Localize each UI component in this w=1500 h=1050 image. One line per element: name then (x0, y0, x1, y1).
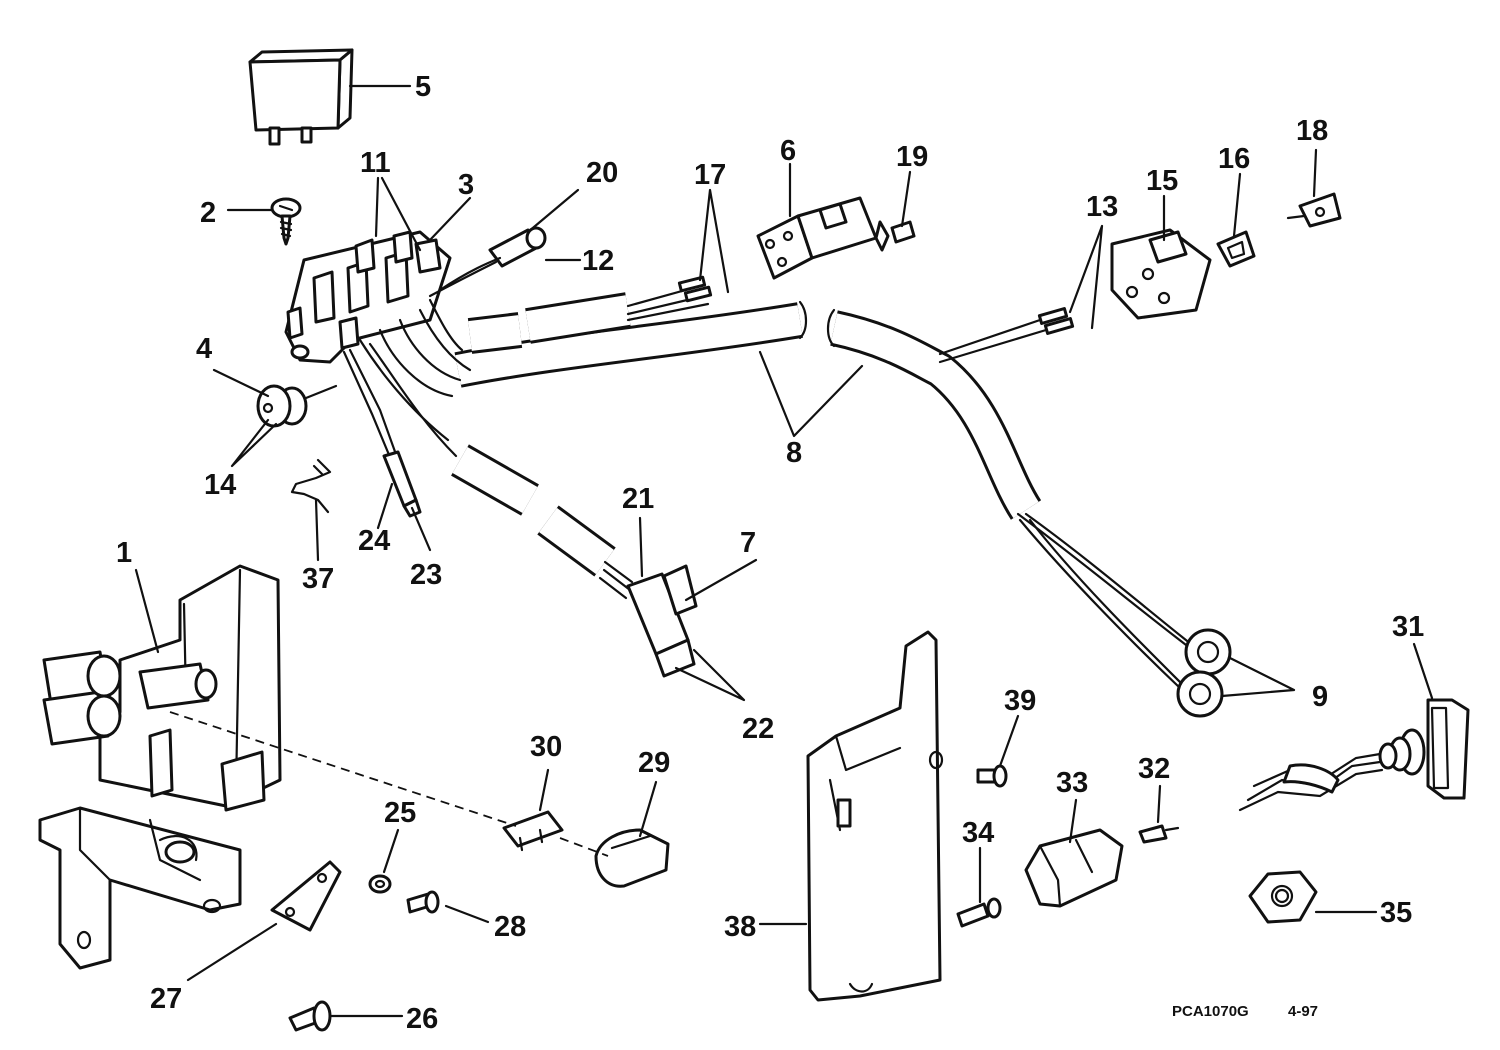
part-screw (270, 197, 302, 246)
part-screw-39 (976, 764, 1008, 788)
drawing-code: PCA1070G (1172, 1003, 1249, 1020)
assembly-dashed-line (169, 711, 609, 857)
part-pin-34 (956, 897, 1002, 928)
leader-lines (134, 84, 1434, 1018)
part-grommet (256, 384, 338, 428)
callout-18: 18 (1296, 115, 1328, 147)
callout-4: 4 (196, 333, 212, 365)
callout-34: 34 (962, 817, 994, 849)
part-terminal-block (284, 230, 452, 364)
part-screw-26 (288, 1000, 332, 1032)
callout-14: 14 (204, 469, 236, 501)
part-mounting-bracket (38, 564, 282, 970)
part-connector-6 (756, 196, 916, 280)
callout-19: 22 (742, 713, 774, 745)
callout-labels: 5 2 3 11 20 12 17 6 19 13 15 16 18 4 14 … (116, 71, 1424, 1035)
callout-30: 30 (530, 731, 562, 763)
callout-15: 15 (1146, 165, 1178, 197)
callout-2: 2 (200, 197, 216, 229)
part-bracket-18 (1286, 192, 1342, 228)
callout-7: 7 (740, 527, 756, 559)
callout-8: 8 (786, 437, 802, 469)
callout-35: 35 (1380, 897, 1412, 929)
part-relay (248, 48, 354, 146)
callout-24: 24 (358, 525, 390, 557)
callout-28: 28 (494, 911, 526, 943)
callout-5: 5 (415, 71, 431, 103)
callout-16: 16 (1218, 143, 1250, 175)
callout-1: 1 (116, 537, 132, 569)
callout-21: 19 (896, 141, 928, 173)
callout-11: 11 (360, 147, 391, 179)
callout-26: 26 (406, 1003, 438, 1035)
part-cover-38 (806, 630, 944, 1002)
callout-23: 23 (410, 559, 442, 591)
callout-29: 29 (638, 747, 670, 779)
part-screw-28 (406, 890, 440, 914)
callout-20: 21 (622, 483, 654, 515)
part-connector-33 (1024, 828, 1124, 908)
part-ring-terminals (1176, 628, 1232, 718)
part-switch-31 (1238, 698, 1470, 812)
callout-13: 13 (1086, 191, 1118, 223)
part-connector-15 (1110, 228, 1212, 320)
part-terminal-32 (1138, 824, 1180, 844)
callout-3: 3 (458, 169, 474, 201)
part-wire-harness (342, 226, 1198, 690)
callout-12: 12 (582, 245, 614, 277)
callout-39: 39 (1004, 685, 1036, 717)
callout-27: 27 (150, 983, 182, 1015)
part-seal-16 (1216, 230, 1256, 268)
part-cover-29 (594, 828, 670, 888)
date-code: 4-97 (1288, 1003, 1318, 1020)
callout-33: 33 (1056, 767, 1088, 799)
callout-37: 37 (302, 563, 334, 595)
callout-6: 6 (780, 135, 796, 167)
part-harness-connector (598, 560, 698, 678)
callout-32: 32 (1138, 753, 1170, 785)
callout-22: 20 (586, 157, 618, 189)
part-plate-27 (270, 860, 342, 932)
callout-38: 38 (724, 911, 756, 943)
callout-31: 31 (1392, 611, 1424, 643)
part-wire-clip (290, 458, 332, 514)
part-fuse-30 (502, 810, 564, 852)
part-washer-25 (368, 874, 392, 894)
part-nut-35 (1248, 870, 1318, 924)
callout-17: 17 (694, 159, 726, 191)
part-sensor-lead (382, 450, 422, 518)
callout-9: 9 (1312, 681, 1328, 713)
callout-25: 25 (384, 797, 416, 829)
